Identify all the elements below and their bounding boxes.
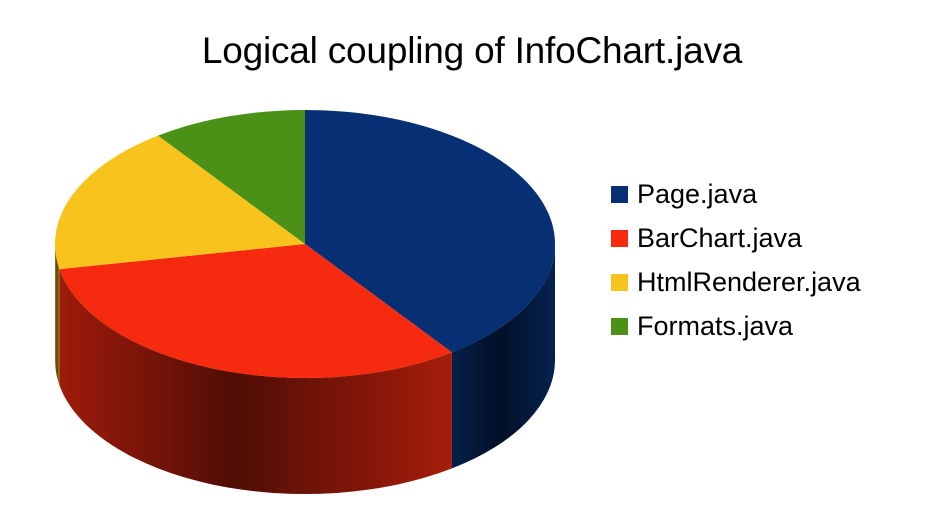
legend-item: Page.java [611,172,861,216]
pie-side-shade [451,244,555,469]
pie-slice-formats-java [158,110,305,244]
legend-label: Formats.java [637,310,794,341]
pie-slice-page-java [305,110,555,353]
legend-swatch [611,185,628,203]
pie-tops [54,110,555,378]
pie-side-shade [59,269,452,494]
legend-swatch [611,317,628,335]
legend-swatch [611,229,628,247]
pie-slice-htmlrenderer-java [54,135,305,270]
pie-sides [55,244,555,494]
legend-label: BarChart.java [637,222,803,253]
pie-side-shade [55,244,60,386]
legend-label: HtmlRenderer.java [637,266,861,297]
legend-item: BarChart.java [611,216,861,260]
legend-item: HtmlRenderer.java [611,260,861,304]
pie-slice-barchart-java [59,244,452,378]
chart-title: Logical coupling of InfoChart.java [201,30,743,71]
legend-label: Page.java [637,178,758,209]
legend-item: Formats.java [611,304,861,348]
legend-swatch [611,273,628,291]
